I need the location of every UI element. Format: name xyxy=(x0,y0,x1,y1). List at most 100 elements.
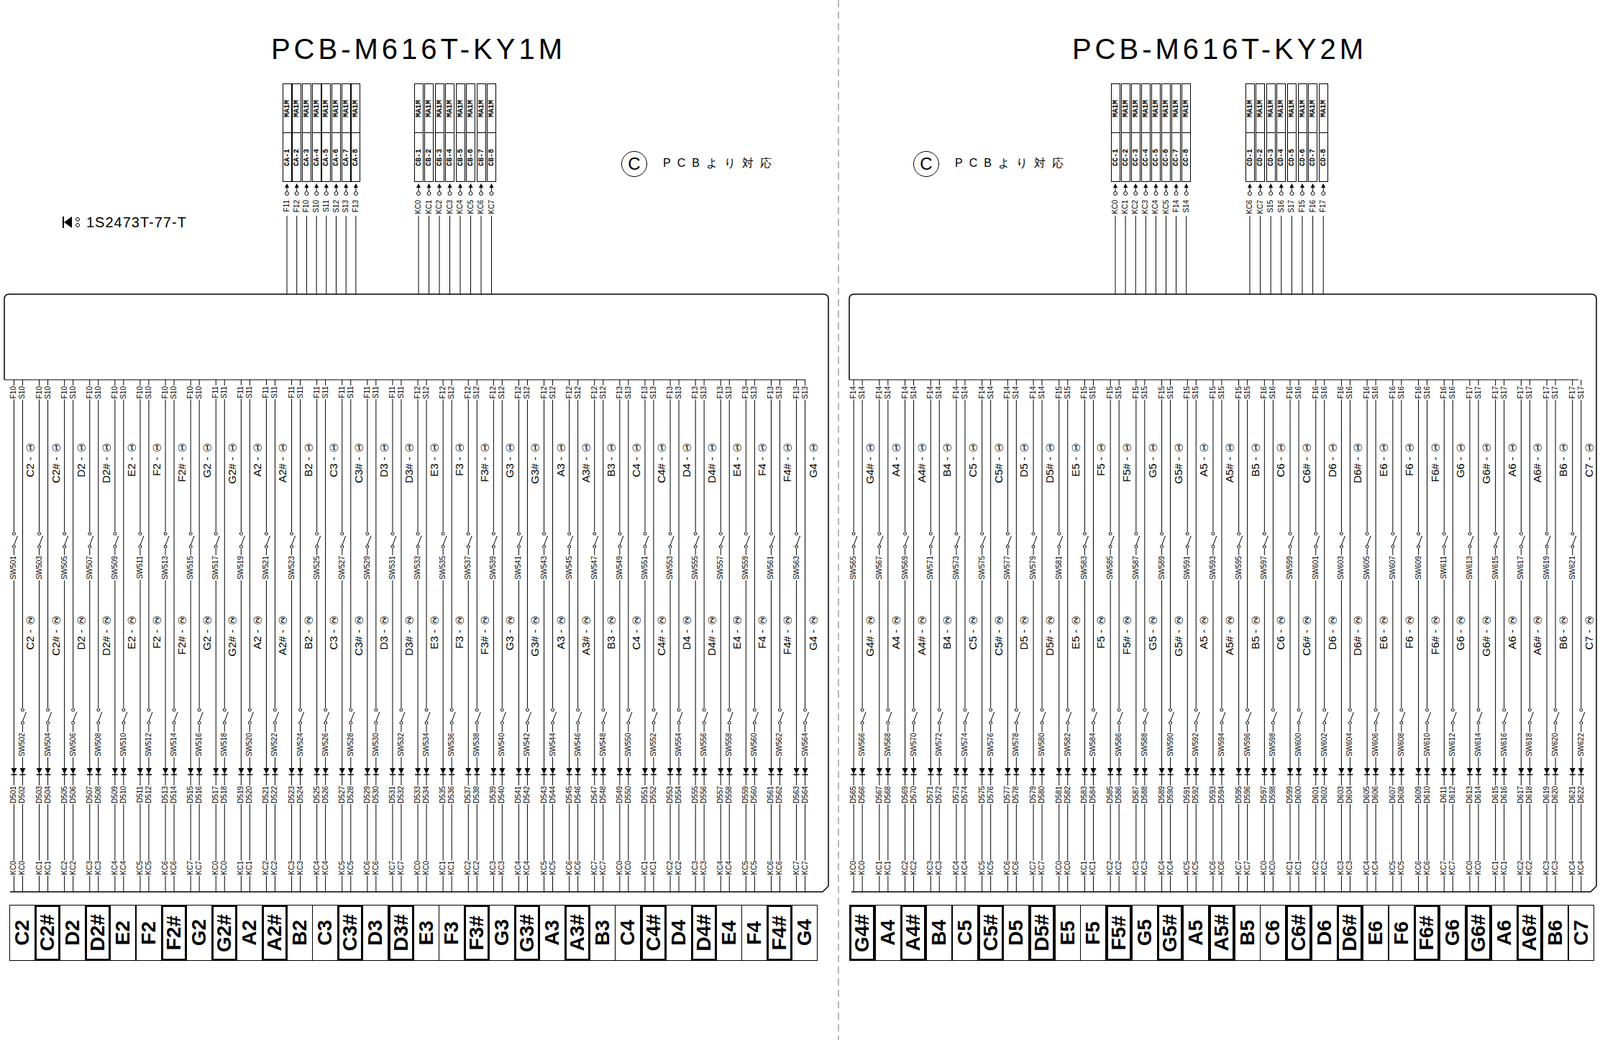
bus-line-name: F13 xyxy=(616,385,624,400)
switch-number: SW504 xyxy=(44,732,52,758)
bus-line-name: S14 xyxy=(884,385,892,400)
diode-symbol xyxy=(36,768,43,774)
matrix-wire xyxy=(878,379,880,892)
switch-number: SW534 xyxy=(422,732,431,758)
bus-line-name: S16 xyxy=(1423,385,1432,400)
switch-symbol xyxy=(768,531,774,549)
matrix-wire xyxy=(1067,379,1068,892)
diode-symbol xyxy=(1064,768,1071,774)
diode-symbol xyxy=(1261,768,1268,774)
scan-line-name: KC6 xyxy=(775,860,784,876)
switch-symbol xyxy=(466,545,470,548)
pin-wire xyxy=(1135,215,1137,295)
switch-symbol xyxy=(19,707,26,725)
switch-symbol xyxy=(138,545,142,548)
switch-symbol xyxy=(1449,707,1456,725)
matrix-wire xyxy=(1452,379,1454,892)
switch-symbol xyxy=(1339,545,1343,548)
switch-symbol xyxy=(61,531,68,549)
scan-line-name: KC3 xyxy=(935,860,943,876)
switch-symbol xyxy=(1004,531,1011,549)
pin-terminal xyxy=(285,192,290,196)
diode-number: D578 xyxy=(1012,785,1020,804)
switch-symbol xyxy=(500,708,504,712)
switch-number: SW522 xyxy=(271,732,279,758)
matrix-wire xyxy=(770,379,772,892)
diode-symbol xyxy=(289,773,295,776)
pin-name: KC6 xyxy=(477,199,485,215)
switch-symbol xyxy=(1211,532,1215,536)
scan-line-name: KC0 xyxy=(858,860,866,876)
matrix-wire xyxy=(1212,379,1214,892)
connector-pin-text: CA-8 xyxy=(351,133,360,182)
switch-symbol xyxy=(239,545,243,548)
pin-wire xyxy=(418,215,420,295)
scan-line-name: KC1 xyxy=(44,860,52,876)
switch-symbol xyxy=(374,708,378,712)
switch-symbol xyxy=(803,708,807,712)
matrix-wire xyxy=(38,379,40,892)
switch-symbol xyxy=(1324,711,1329,722)
switch-symbol xyxy=(163,532,167,536)
scan-line-name: KC4 xyxy=(322,860,330,876)
switch-symbol xyxy=(1365,545,1369,548)
diode-symbol xyxy=(1030,768,1037,774)
diode-symbol xyxy=(112,773,118,776)
switch-symbol xyxy=(1218,707,1225,725)
switch-symbol xyxy=(349,708,353,712)
matrix-wire xyxy=(1400,379,1402,892)
diode-symbol xyxy=(1056,773,1063,776)
pin-name: S16 xyxy=(1277,199,1286,214)
bus-line-name: F17 xyxy=(1492,385,1500,400)
pin-terminal xyxy=(1174,192,1178,196)
pin-wire xyxy=(316,215,318,295)
switch-symbol xyxy=(879,535,884,546)
switch-symbol xyxy=(89,535,94,546)
switch-number: SW573 xyxy=(952,555,960,581)
switch-symbol xyxy=(163,545,167,548)
switch-symbol xyxy=(10,531,17,549)
switch-symbol xyxy=(73,711,77,722)
bus-line-name: S16 xyxy=(1346,385,1354,400)
key-name: B5 xyxy=(1237,919,1258,946)
matrix-wire xyxy=(240,379,242,892)
switch-symbol xyxy=(803,721,807,725)
switch-symbol xyxy=(1091,721,1095,725)
connector-pin-text: MA1M xyxy=(312,84,321,134)
connector-pin-text: MA1M xyxy=(414,84,423,134)
diode-symbol xyxy=(1424,773,1431,776)
switch-symbol xyxy=(289,531,295,549)
matrix-wire xyxy=(417,379,419,892)
switch-number: SW548 xyxy=(599,732,607,758)
switch-symbol xyxy=(1468,545,1472,548)
key-name: A3# xyxy=(567,913,588,951)
bus-line-name: F13 xyxy=(767,385,775,400)
pin-name: KC1 xyxy=(425,199,433,215)
diode-symbol xyxy=(953,773,960,776)
switch-number: SW601 xyxy=(1312,555,1320,581)
bus-line-name: F11 xyxy=(212,385,220,400)
bus-line-name: S11 xyxy=(322,385,330,400)
switch-number: SW559 xyxy=(742,555,750,581)
pin-wire xyxy=(1115,215,1117,295)
bus-line-name: S12 xyxy=(549,385,557,400)
pin-arrow xyxy=(448,183,453,188)
switch-number: SW569 xyxy=(901,555,909,581)
switch-symbol xyxy=(862,711,866,722)
switch-symbol xyxy=(475,721,479,725)
switch-label: D2# - ② xyxy=(100,612,112,657)
diode-symbol xyxy=(263,768,269,774)
switch-number: SW587 xyxy=(1132,555,1140,581)
switch-symbol xyxy=(1346,707,1353,725)
connector-pin-text: MA1M xyxy=(1182,84,1191,134)
pin-wire xyxy=(1259,187,1261,192)
pin-wire xyxy=(1175,187,1177,192)
matrix-wire xyxy=(468,379,469,892)
switch-symbol xyxy=(1545,545,1549,548)
key-name: G5# xyxy=(1159,913,1181,953)
scan-line-name: KC5 xyxy=(1397,860,1406,876)
diode-symbol xyxy=(10,773,17,776)
key-name: A6# xyxy=(1519,913,1540,951)
switch-symbol xyxy=(48,711,52,722)
diode-symbol xyxy=(1415,773,1422,776)
